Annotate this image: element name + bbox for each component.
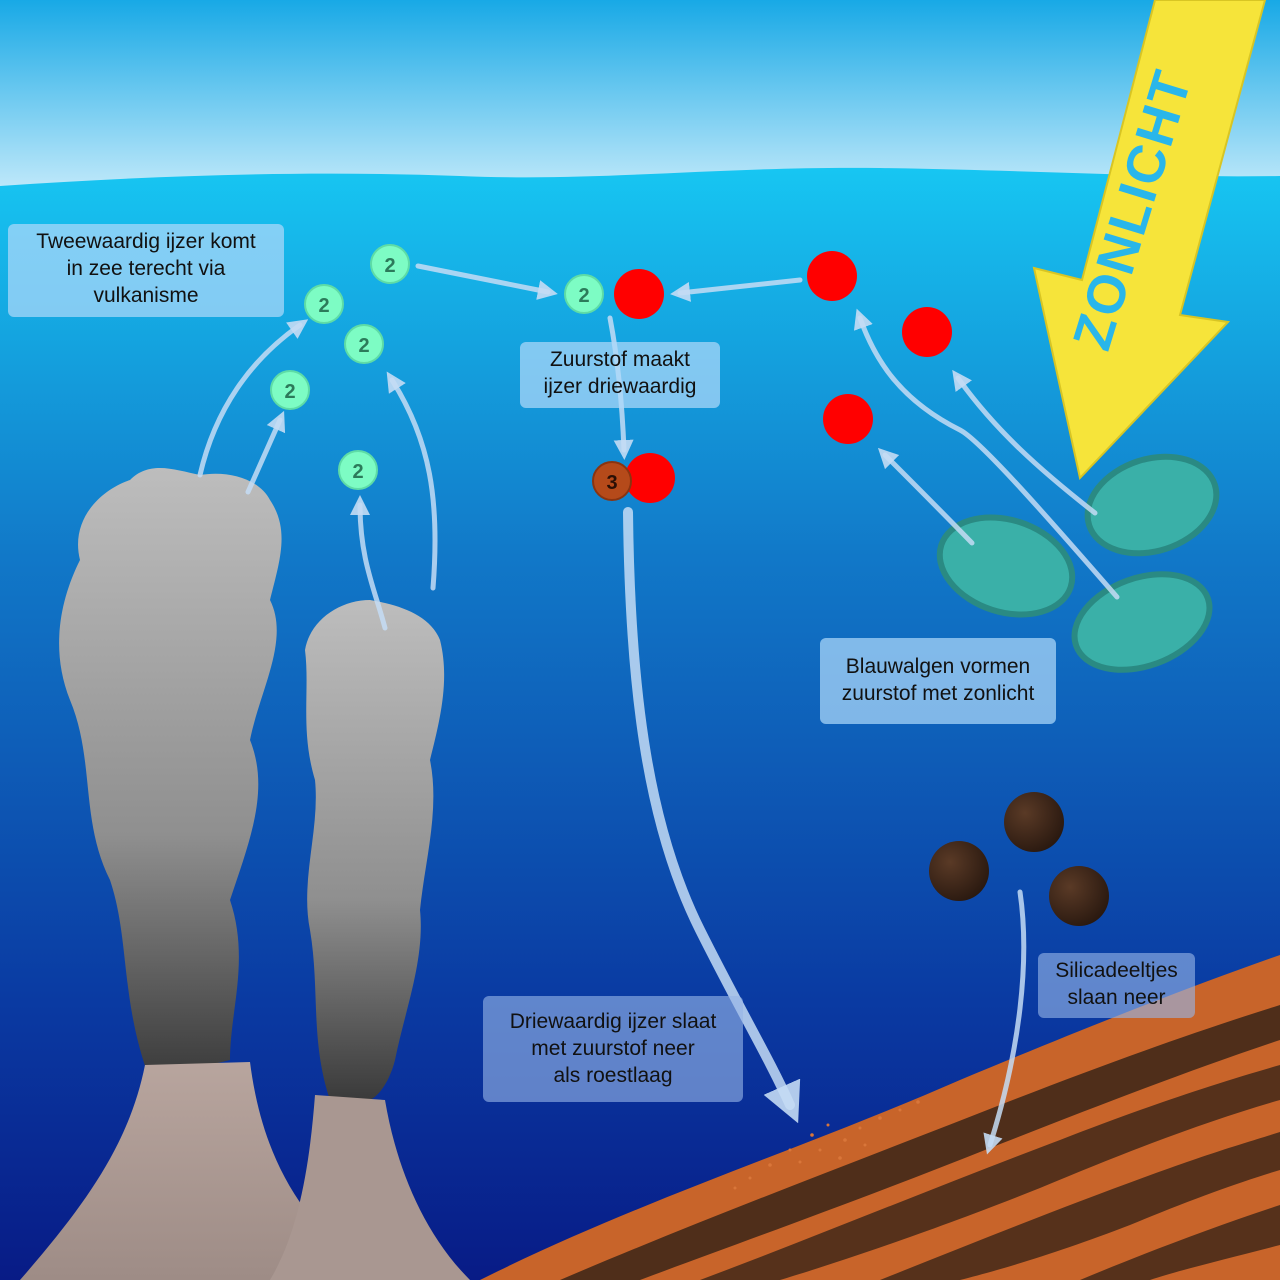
oxygen-molecules — [614, 251, 952, 503]
svg-text:2: 2 — [352, 461, 363, 483]
silica-particle — [929, 841, 989, 901]
label-silica: Silicadeeltjes slaan neer — [1038, 953, 1195, 1018]
svg-text:2: 2 — [358, 335, 369, 357]
oxygen-molecule — [614, 269, 664, 319]
volcano-right — [270, 1095, 470, 1280]
volcano-left — [20, 1062, 380, 1280]
ferrous-iron-ions: 2 2 2 2 2 2 — [270, 244, 604, 490]
svg-text:3: 3 — [606, 472, 617, 494]
oxygen-molecule — [902, 307, 952, 357]
ferrous-ion: 2 — [344, 324, 384, 364]
arrow-oxygen-to-center — [670, 277, 803, 302]
arrow-algae-to-oxygen-1 — [877, 447, 975, 546]
arrow-smoke-to-iron-3 — [350, 495, 388, 631]
oxygen-molecule — [625, 453, 675, 503]
label-rust-layer: Driewaardig ijzer slaat met zuurstof nee… — [483, 996, 743, 1102]
arrow-smoke-to-iron-1 — [197, 319, 309, 478]
arrow-silica-down — [983, 889, 1027, 1155]
arrow-algae-to-oxygen-3 — [952, 369, 1098, 516]
ferrous-ion: 2 — [370, 244, 410, 284]
ferrous-ion: 2 — [270, 370, 310, 410]
silica-particles — [929, 792, 1109, 926]
sky — [0, 0, 1280, 200]
svg-text:2: 2 — [284, 381, 295, 403]
ferrous-ion: 2 — [338, 450, 378, 490]
label-cyanobacteria: Blauwalgen vormen zuurstof met zonlicht — [820, 638, 1056, 724]
ferric-ion: 3 — [592, 461, 632, 501]
smoke-plume-right — [305, 600, 445, 1100]
smoke-plume-left — [59, 468, 282, 1080]
svg-text:2: 2 — [384, 255, 395, 277]
rust-layers — [480, 955, 1280, 1280]
svg-text:2: 2 — [318, 295, 329, 317]
arrow-iron-to-center — [415, 263, 558, 300]
oxygen-molecule — [823, 394, 873, 444]
label-oxidation: Zuurstof maakt ijzer driewaardig — [520, 342, 720, 408]
arrow-smoke-to-iron-2 — [245, 410, 286, 495]
ferrous-ion-center: 2 — [564, 274, 604, 314]
arrow-rust-sink — [623, 507, 801, 1124]
flow-arrows — [197, 263, 1120, 1155]
svg-text:2: 2 — [578, 285, 589, 307]
label-volcanism: Tweewaardig ijzer komt in zee terecht vi… — [8, 224, 284, 317]
silica-particle — [1049, 866, 1109, 926]
arrow-smoke-to-iron-4 — [386, 371, 438, 591]
arrow-algae-to-oxygen-2 — [853, 308, 1120, 600]
silica-particle — [1004, 792, 1064, 852]
oxygen-molecule — [807, 251, 857, 301]
ferrous-ion: 2 — [304, 284, 344, 324]
